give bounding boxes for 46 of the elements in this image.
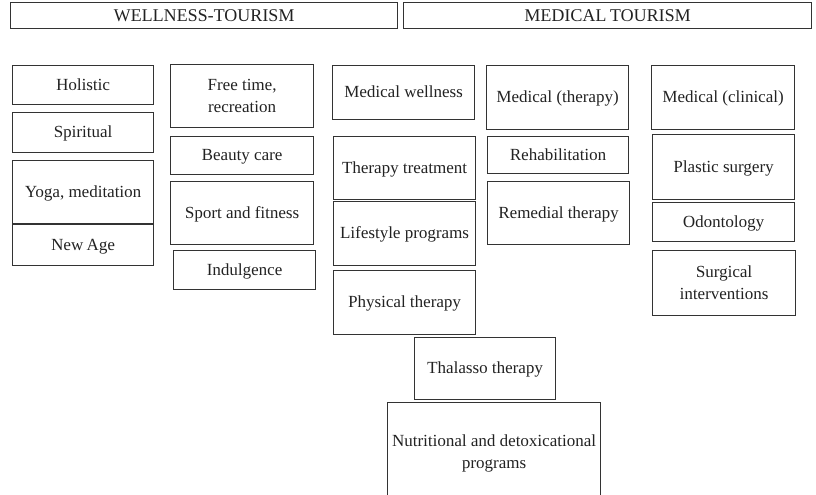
box-label: Odontology	[682, 210, 766, 233]
category-header-box	[10, 2, 398, 29]
box-label: Medical (therapy)	[495, 86, 620, 108]
box-label: New Age	[50, 234, 116, 256]
category-box	[487, 181, 630, 245]
box-label: Physical therapy	[347, 291, 462, 314]
box-label: Medical wellness	[343, 81, 464, 104]
box-label: Medical (clinical)	[661, 86, 785, 108]
box-label: Spiritual	[52, 121, 114, 144]
box-label: Surgical interventions	[678, 260, 770, 305]
category-header-box	[403, 2, 812, 29]
box-label: Sport and fitness	[184, 202, 300, 224]
box-label: Rehabilitation	[508, 144, 608, 166]
box-label: Yoga, meditation	[24, 180, 142, 203]
box-label: Remedial therapy	[497, 202, 620, 224]
category-box	[414, 337, 556, 400]
category-box	[12, 224, 154, 266]
box-label: Holistic	[55, 74, 111, 96]
box-label: Plastic surgery	[672, 156, 775, 178]
category-box	[652, 202, 795, 242]
category-box	[387, 402, 601, 495]
box-label: Beauty care	[200, 144, 284, 166]
category-box	[486, 65, 629, 130]
category-box	[12, 112, 154, 153]
category-box	[170, 181, 314, 245]
category-box	[333, 201, 476, 266]
category-box	[333, 270, 476, 335]
category-box	[332, 65, 475, 120]
category-box	[333, 136, 476, 200]
category-box	[12, 65, 154, 105]
box-label: Therapy treatment	[340, 156, 468, 179]
category-box	[487, 136, 629, 174]
category-box	[652, 134, 795, 200]
box-label: Indulgence	[206, 258, 284, 281]
category-box	[12, 160, 154, 224]
header-text: WELLNESS-TOURISM	[112, 4, 296, 27]
category-box	[170, 136, 314, 175]
category-box	[651, 65, 795, 130]
box-label: Thalasso therapy	[426, 357, 544, 380]
box-label: Free time, recreation	[206, 74, 278, 118]
box-label: Lifestyle programs	[339, 222, 470, 244]
category-box	[652, 250, 796, 316]
category-box	[170, 64, 314, 128]
category-box	[173, 250, 316, 290]
box-label: Nutritional and detoxicational programs	[391, 430, 597, 474]
header-text: MEDICAL TOURISM	[523, 4, 692, 27]
